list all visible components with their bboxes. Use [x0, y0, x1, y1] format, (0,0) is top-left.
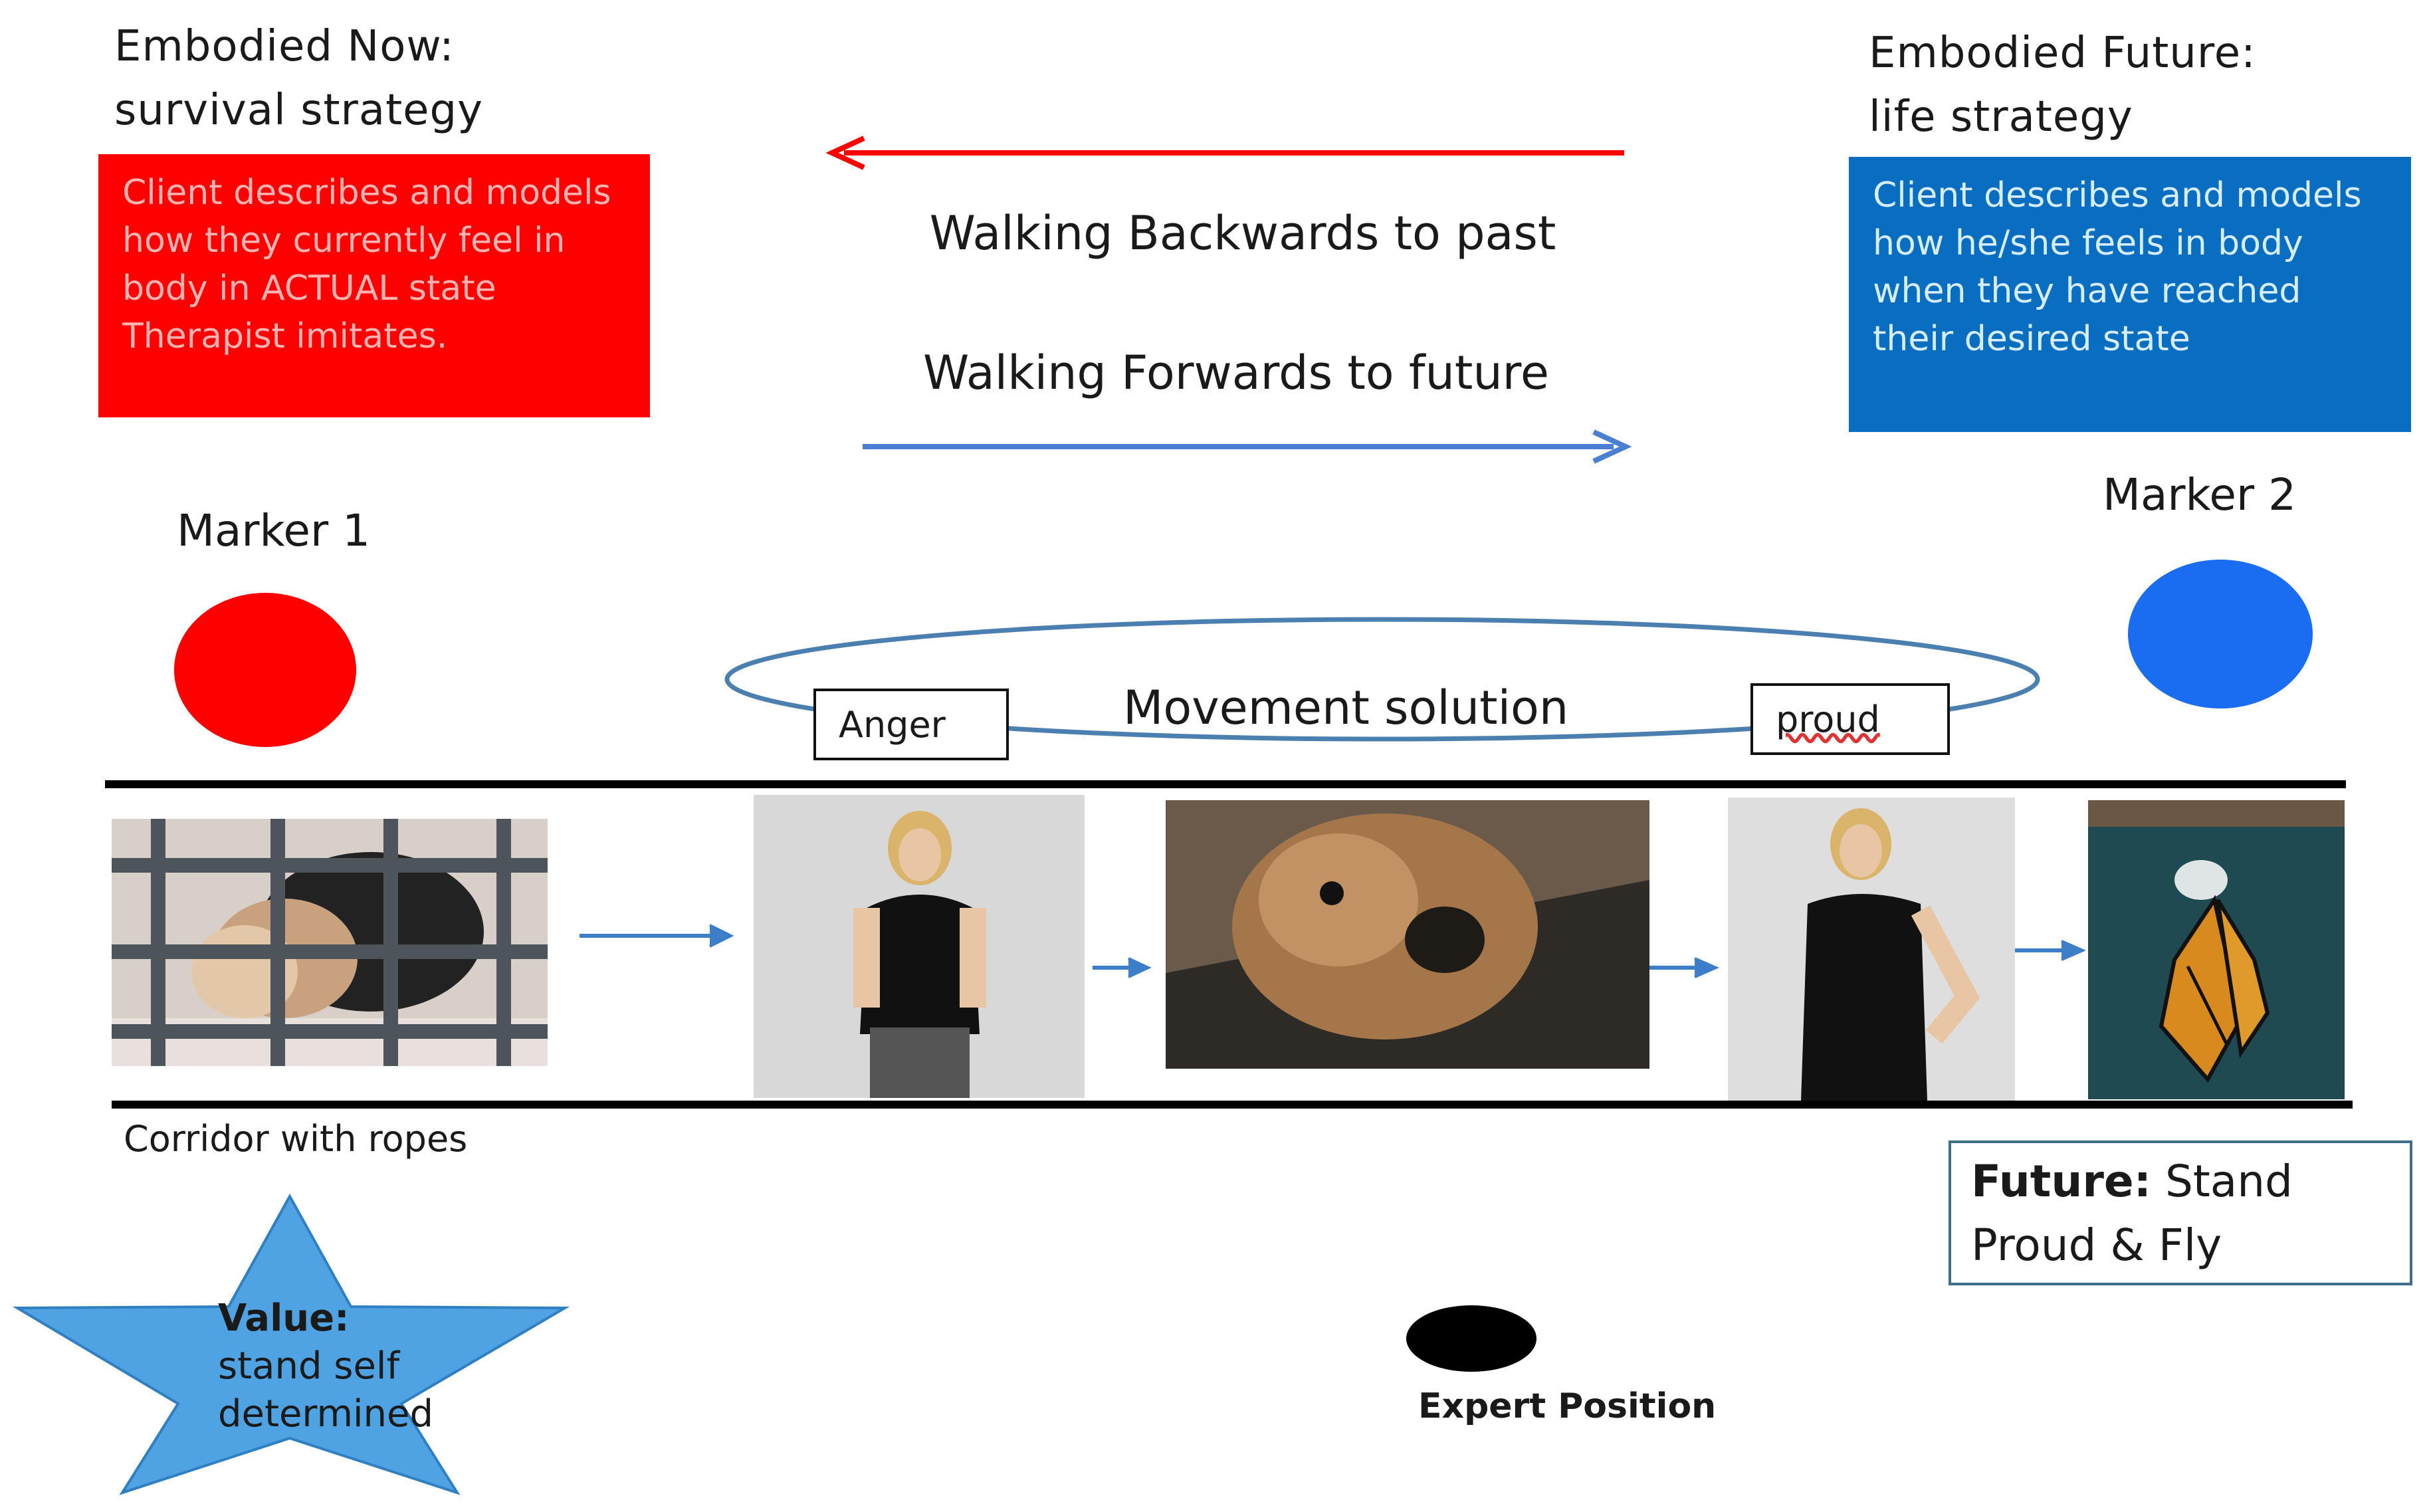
future-stand-proud-box: Future: Stand Proud & Fly — [1949, 1140, 2412, 1285]
sequence-arrow-4 — [2014, 940, 2086, 961]
sequence-arrow-1 — [580, 924, 734, 948]
future-description-text: Client describes and models how he/she f… — [1873, 175, 2362, 359]
embodied-future-heading: Embodied Future: life strategy — [1869, 29, 2256, 142]
butterfly-emerging-photo — [2088, 800, 2345, 1099]
marker-2-dot — [2128, 560, 2313, 708]
corridor-label: Corridor with ropes — [124, 1118, 468, 1160]
expert-position-dot — [1406, 1305, 1536, 1372]
future-bold-label: Future: — [1971, 1156, 2152, 1207]
value-star — [12, 1193, 570, 1495]
proud-woman-photo — [1728, 798, 2015, 1101]
anger-tag: Anger — [813, 689, 1009, 760]
embodied-now-heading: Embodied Now: survival strategy — [114, 22, 484, 135]
movement-ellipse — [724, 617, 2040, 742]
marker-1-dot — [174, 593, 356, 747]
value-star-text: Value: stand self determined — [218, 1297, 434, 1436]
proud-tag: proud — [1750, 683, 1950, 755]
angry-dog-photo — [1166, 800, 1649, 1069]
now-description-text: Client describes and models how they cur… — [122, 173, 611, 356]
sequence-arrow-3 — [1648, 957, 1719, 978]
walking-forwards-label: Walking Forwards to future — [923, 346, 1549, 400]
marker-2-label: Marker 2 — [2103, 469, 2297, 520]
expert-position-label: Expert Position — [1418, 1386, 1717, 1426]
backwards-arrow — [825, 136, 1624, 170]
forwards-arrow — [863, 429, 1632, 464]
sequence-arrow-2 — [1093, 957, 1152, 978]
now-description-box: Client describes and models how they cur… — [98, 154, 650, 417]
marker-1-label: Marker 1 — [177, 505, 371, 556]
angry-woman-photo — [754, 795, 1085, 1098]
future-description-box: Client describes and models how he/she f… — [1849, 157, 2411, 432]
movement-solution-label: Movement solution — [1123, 681, 1569, 735]
walking-backwards-label: Walking Backwards to past — [929, 206, 1556, 261]
caged-person-photo — [112, 819, 548, 1066]
